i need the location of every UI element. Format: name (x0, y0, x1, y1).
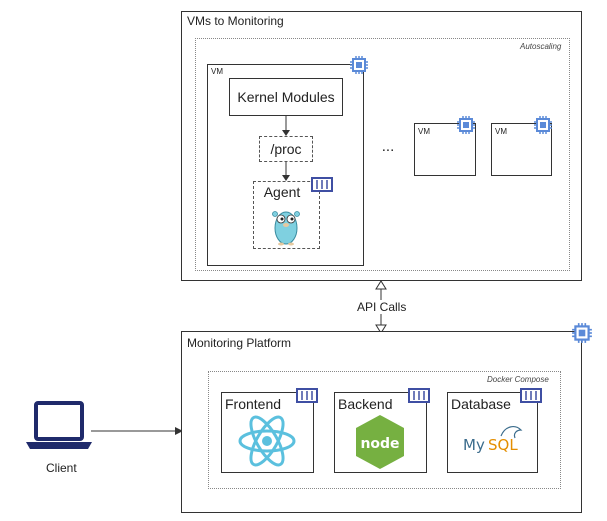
gopher-icon (270, 206, 302, 246)
container-icon (408, 388, 430, 403)
vms-cluster-title: VMs to Monitoring (187, 14, 284, 28)
cpu-chip-icon (456, 115, 476, 135)
nodejs-logo-text: node (360, 436, 399, 452)
database-label: Database (451, 396, 511, 412)
laptop-icon (24, 400, 94, 452)
cpu-chip-icon (349, 55, 369, 75)
backend-label: Backend (338, 396, 393, 412)
kernel-modules-box: Kernel Modules (229, 78, 343, 116)
mysql-logo-text-sql: SQL (488, 436, 518, 454)
api-calls-label: API Calls (357, 300, 407, 314)
cpu-chip-icon (571, 322, 593, 344)
monitoring-platform-title: Monitoring Platform (187, 336, 292, 350)
mysql-logo-text-my: My (463, 436, 485, 454)
frontend-label: Frontend (225, 396, 282, 412)
cpu-chip-icon (533, 115, 553, 135)
react-logo-icon (237, 414, 297, 468)
client-label: Client (46, 461, 77, 475)
nodejs-logo-icon: node (354, 413, 406, 471)
database-service (447, 392, 538, 473)
container-icon (311, 177, 333, 192)
container-icon (296, 388, 318, 403)
ellipsis: ... (381, 138, 395, 155)
vm-small-2-label: VM (495, 127, 507, 136)
vm-small-1-label: VM (418, 127, 430, 136)
mysql-logo-icon: My SQL (461, 420, 527, 460)
autoscaling-group (195, 38, 570, 271)
container-icon (520, 388, 542, 403)
docker-compose-label: Docker Compose (487, 375, 549, 384)
docker-compose-group (208, 371, 561, 489)
agent-label: Agent (263, 184, 301, 200)
proc-box: /proc (259, 136, 313, 162)
autoscaling-label: Autoscaling (520, 42, 562, 51)
vm-main-label: VM (211, 67, 223, 76)
